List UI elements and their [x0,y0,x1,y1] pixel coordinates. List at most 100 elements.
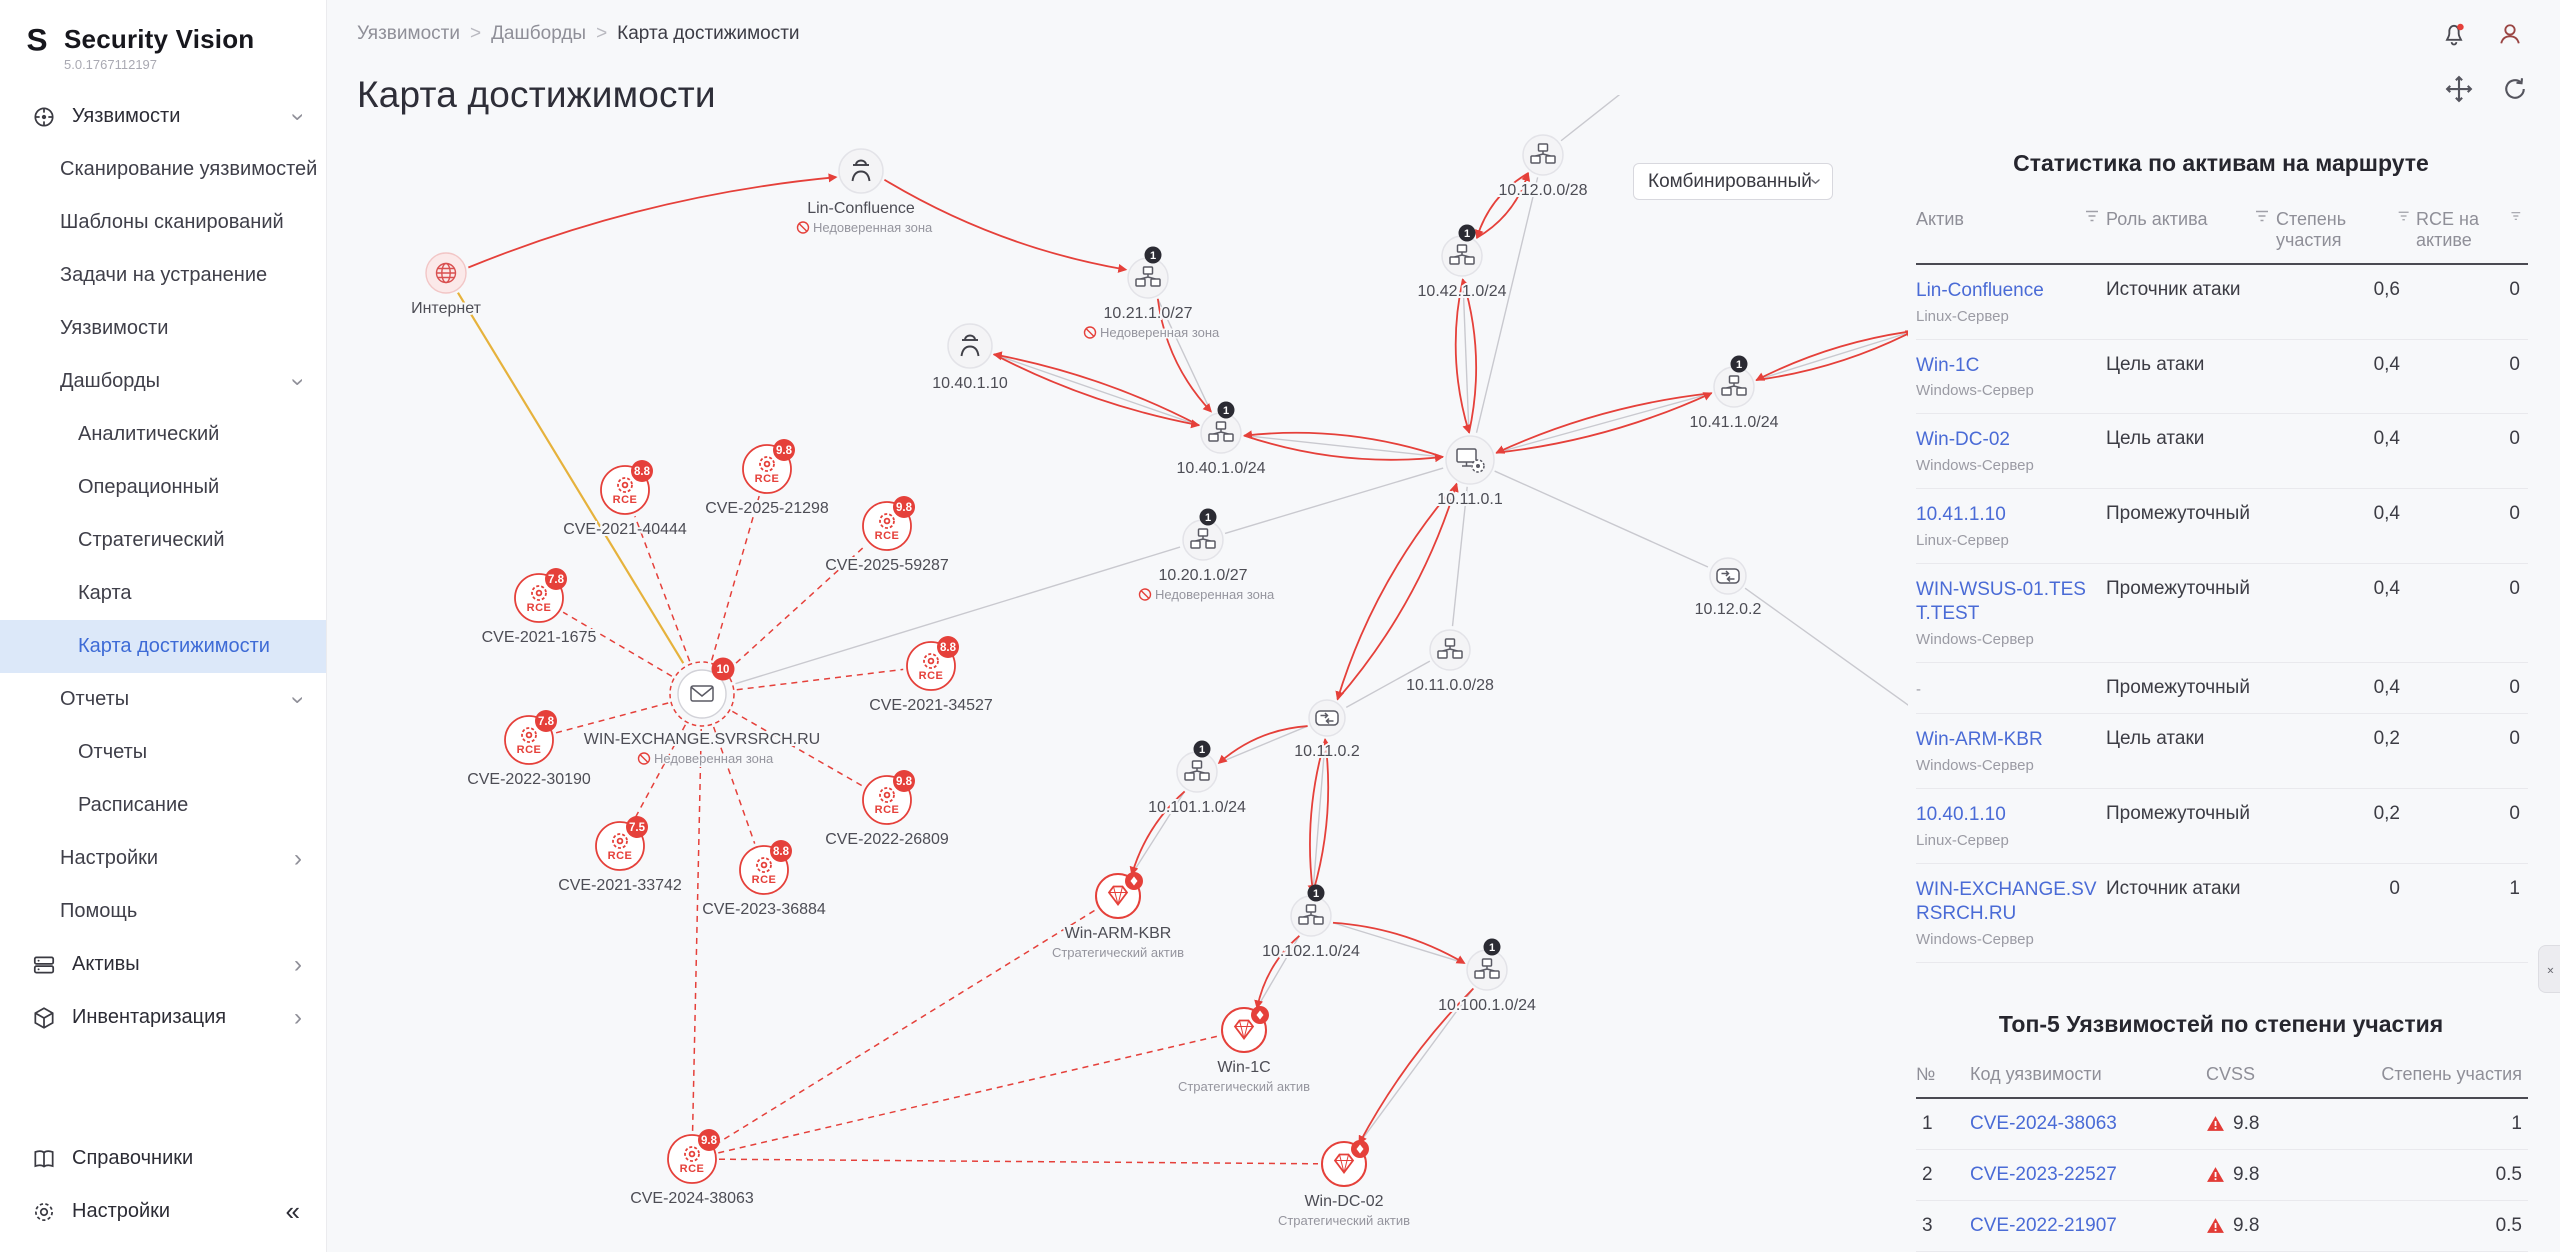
sidebar-footer-item[interactable]: Справочники [0,1132,326,1185]
sidebar-item[interactable]: Стратегический [0,514,326,567]
map-node[interactable]: 110.100.1.0/24 [1436,938,1538,1016]
map-edge-reddash [632,724,687,822]
map-node[interactable]: 10.40.1.10 [930,323,1010,394]
map-node[interactable]: 110.42.1.0/24 [1416,224,1509,302]
sidebar-item[interactable]: Сканирование уязвимостей [0,143,326,196]
asset-link[interactable]: Lin-Confluence [1916,280,2044,301]
map-node[interactable]: 110.101.1.0/24 [1146,740,1248,818]
sidebar-item[interactable]: Помощь [0,885,326,938]
sidebar-item-label: Активы [72,953,140,975]
map-edge-red [1217,725,1308,764]
untrusted-zone-label: Недоверенная зона [1083,324,1222,342]
sidebar-item[interactable]: Дашборды› [0,355,326,408]
chevron-down-icon: › [285,695,312,704]
sidebar-item[interactable]: Карта [0,567,326,620]
asset-link[interactable]: 10.41.1.10 [1916,504,2006,526]
top5-column-header[interactable]: № [1916,1059,1970,1099]
cve-link[interactable]: CVE-2024-38063 [1970,1112,2117,1134]
asset-link[interactable]: WIN-WSUS-01.TEST.TEST [1916,578,2086,625]
breadcrumb-item[interactable]: Уязвимости [357,23,460,44]
map-node[interactable]: 110.102.1.0/24 [1260,884,1362,962]
map-edge-gray [1462,278,1470,433]
notifications-button[interactable] [2440,20,2468,48]
stats-column-header[interactable]: RCE на активе [2416,205,2528,265]
sidebar-item[interactable]: Карта достижимости [0,620,326,673]
sidebar-item[interactable]: Уязвимости› [0,90,326,143]
panel-collapse-handle[interactable]: ›‹ [2538,945,2560,993]
asset-link[interactable]: WIN-EXCHANGE.SVRSRCH.RU [1916,878,2097,925]
cvss-warning-icon [2207,1116,2224,1132]
sidebar-item[interactable]: Отчеты [0,726,326,779]
map-node[interactable]: 10.12.0.0/28 [1497,134,1590,201]
map-edge-gray [1157,298,1212,412]
map-node[interactable]: 10.12.0.2 [1693,557,1763,620]
sidebar-item[interactable]: Активы› [0,938,326,991]
cve-link[interactable]: CVE-2023-22527 [1970,1163,2117,1185]
map-refresh-button[interactable] [2500,74,2530,104]
map-node[interactable]: Интернет [409,252,484,319]
breadcrumb-item[interactable]: Дашборды [491,23,587,44]
sidebar-item[interactable]: Инвентаризация› [0,991,326,1044]
user-menu-button[interactable] [2496,20,2524,48]
sidebar-item[interactable]: Расписание [0,779,326,832]
map-node[interactable]: 10.11.0.0/28 [1404,629,1496,696]
map-toolbar [2444,74,2530,104]
top5-column-header[interactable]: Код уязвимости [1970,1059,2206,1099]
sidebar-item-label: Карта достижимости [78,635,270,657]
sidebar-item[interactable]: Шаблоны сканирований [0,196,326,249]
asset-degree: 0,4 [2276,488,2416,564]
map-node[interactable]: 10.11.0.2 [1292,699,1362,762]
svg-text:10.40.1.0/24: 10.40.1.0/24 [1177,460,1266,477]
stats-column-header[interactable]: Роль актива [2106,205,2276,265]
map-node[interactable]: 110.41.1.0/24 [1688,355,1781,433]
top5-column-header[interactable]: CVSS [2206,1059,2338,1099]
asset-degree: 0,2 [2276,713,2416,789]
asset-link[interactable]: 10.40.1.10 [1916,803,2006,825]
stats-column-header[interactable]: Актив [1916,205,2106,265]
svg-text:RCE: RCE [875,530,900,542]
svg-text:RCE: RCE [680,1163,705,1175]
app-logo[interactable]: S Security Vision 5.0.1767112197 [0,18,326,90]
sidebar-item[interactable]: Настройки› [0,832,326,885]
sidebar-item[interactable]: Операционный [0,461,326,514]
sidebar-footer-item[interactable]: Настройки« [0,1185,326,1238]
map-node[interactable]: 10.11.0.1 [1435,435,1505,510]
asset-link[interactable]: Win-1C [1916,354,1980,376]
sidebar-collapse-icon[interactable]: « [285,1196,300,1226]
svg-text:Стратегический актив: Стратегический актив [1052,945,1184,960]
map-node[interactable]: 110.40.1.0/24 [1175,401,1268,479]
top5-column-header[interactable]: Степень участия [2338,1059,2528,1099]
stats-column-header[interactable]: Степень участия [2276,205,2416,265]
asset-link[interactable]: Win-DC-02 [1916,429,2010,451]
chevron-right-icon: › [294,844,302,872]
sidebar-item[interactable]: Уязвимости [0,302,326,355]
asset-link[interactable]: Win-ARM-KBR [1916,729,2043,751]
cve-link[interactable]: CVE-2022-21907 [1970,1214,2117,1236]
map-pan-button[interactable] [2444,74,2474,104]
sidebar-item[interactable]: Аналитический [0,408,326,461]
sidebar-item[interactable]: Задачи на устранение [0,249,326,302]
mode-select[interactable]: Комбинированный › [1633,163,1833,200]
sidebar-item[interactable]: Отчеты› [0,673,326,726]
